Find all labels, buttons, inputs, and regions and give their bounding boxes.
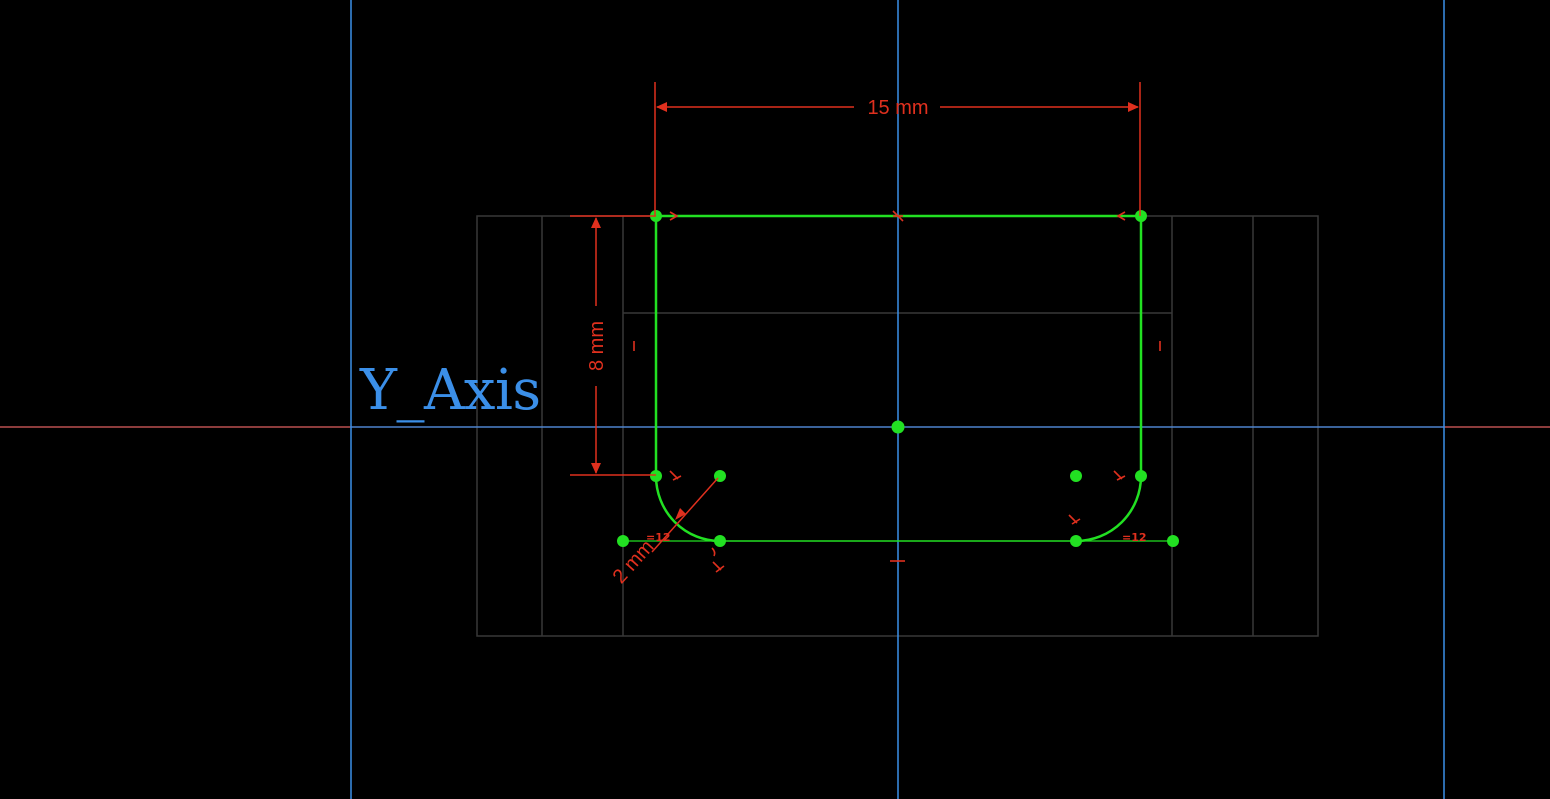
vertex-point[interactable] — [714, 535, 726, 547]
constraint-icons[interactable] — [633, 210, 1161, 573]
arc-center-point[interactable] — [1070, 470, 1082, 482]
height-dimension-label[interactable]: 8 mm — [586, 321, 608, 371]
fillet-arc-right[interactable] — [1075, 475, 1143, 543]
vertex-point[interactable] — [1135, 210, 1147, 222]
width-dimension-label[interactable]: 15 mm — [867, 97, 928, 119]
horizontal-constraint-icon[interactable] — [669, 211, 679, 221]
dimensions[interactable] — [570, 82, 1141, 553]
symmetric-constraint-icon[interactable] — [892, 210, 904, 222]
y-axis-label: Y_Axis — [360, 358, 541, 423]
tangent-constraint-icon[interactable] — [1068, 514, 1081, 525]
arrowhead — [591, 463, 601, 474]
origin-point[interactable] — [891, 420, 905, 434]
vertex-point[interactable] — [650, 470, 662, 482]
arrowhead — [1128, 102, 1139, 112]
vertex-point[interactable] — [1135, 470, 1147, 482]
radius-dimension-line[interactable] — [651, 477, 719, 553]
vertex-point[interactable] — [617, 535, 629, 547]
fillet-arc-left[interactable] — [654, 475, 721, 543]
vertex-point[interactable] — [1167, 535, 1179, 547]
tangent-constraint-icon[interactable] — [1113, 470, 1126, 481]
sketch-vertices[interactable] — [617, 210, 1179, 547]
equal-constraint-label[interactable]: =12 — [646, 531, 671, 544]
tangent-constraint-icon[interactable] — [669, 470, 682, 481]
arrowhead — [656, 102, 667, 112]
tangent-constraint-icon[interactable] — [712, 561, 725, 573]
tangent-constraint-icon[interactable] — [711, 547, 716, 557]
horizontal-constraint-icon[interactable] — [1116, 211, 1126, 221]
arrowhead — [675, 508, 686, 520]
vertex-point[interactable] — [1070, 535, 1082, 547]
arrowhead — [591, 217, 601, 228]
equal-constraint-label[interactable]: =12 — [1122, 531, 1147, 544]
